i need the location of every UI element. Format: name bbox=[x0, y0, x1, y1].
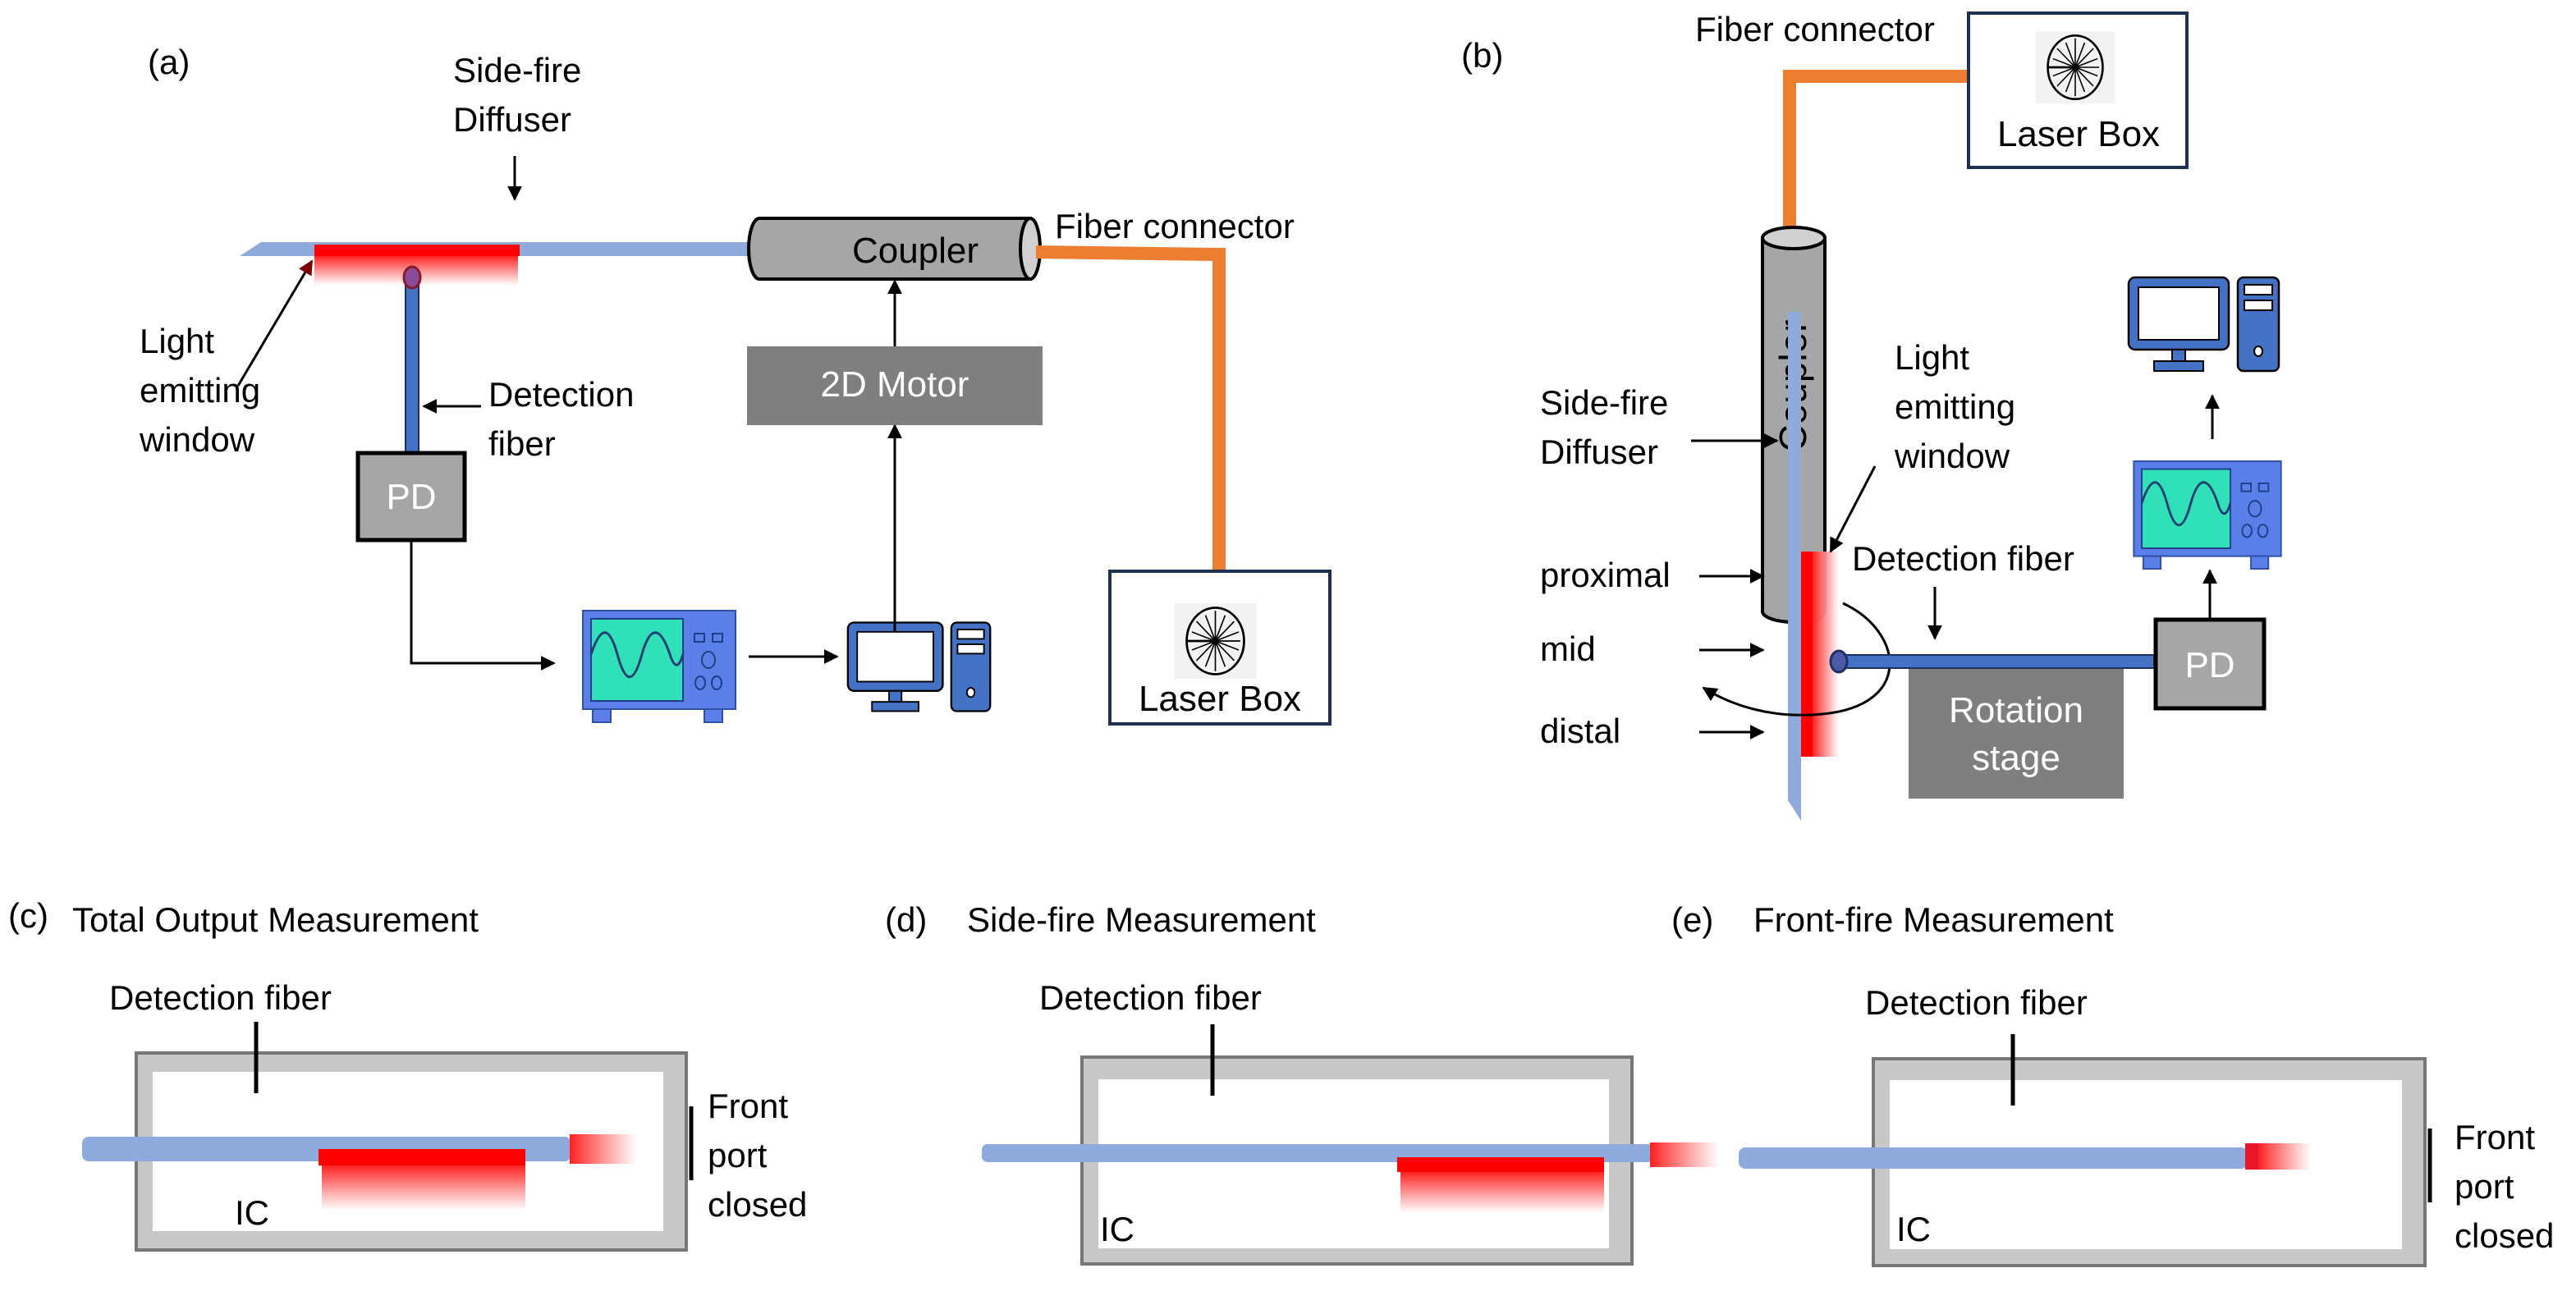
patch-cord-b bbox=[1783, 70, 1970, 230]
window-label-line3: window bbox=[139, 420, 255, 459]
position-distal: distal bbox=[1540, 712, 1620, 750]
laser-box-label-b: Laser Box bbox=[1997, 114, 2160, 154]
panel-c-title: Total Output Measurement bbox=[72, 900, 479, 939]
panel-c-ic-label: IC bbox=[235, 1193, 269, 1232]
rotation-stage bbox=[1909, 669, 2124, 799]
photodiode-box bbox=[355, 451, 467, 543]
detection-fiber-tip-b bbox=[1829, 649, 1849, 674]
window-emission-c bbox=[319, 1149, 525, 1165]
panel-a-label: (a) bbox=[148, 43, 190, 81]
front-port-e-line3: closed bbox=[2455, 1216, 2554, 1255]
panel-b-fiber: proximal mid distal Detection fiber Rota… bbox=[1540, 276, 2283, 821]
side-fire-diffuser-label-b-line2: Diffuser bbox=[1540, 433, 1658, 471]
window-label-b-line1: Light bbox=[1895, 338, 1969, 377]
fiber-connector-label: Fiber connector bbox=[1055, 207, 1295, 245]
coupler-label: Coupler bbox=[852, 231, 979, 271]
laser-warning-icon-b bbox=[2034, 31, 2116, 103]
panel-e-title: Front-fire Measurement bbox=[1753, 900, 2114, 939]
oscilloscope-icon bbox=[581, 609, 737, 724]
position-proximal: proximal bbox=[1540, 556, 1671, 594]
panel-e-detection-fiber-label: Detection fiber bbox=[1865, 983, 2088, 1022]
window-label-b-line2: emitting bbox=[1895, 387, 2015, 426]
detection-fiber-label-line1: Detection bbox=[488, 375, 634, 414]
front-port-c-line3: closed bbox=[708, 1185, 807, 1224]
rotation-arrow bbox=[1702, 602, 1891, 717]
window-label-b-line3: window bbox=[1894, 437, 2010, 475]
detection-fiber bbox=[405, 275, 419, 454]
front-port-c-line2: port bbox=[708, 1136, 768, 1174]
front-port-e-line1: Front bbox=[2455, 1118, 2535, 1156]
computer-icon bbox=[846, 621, 992, 712]
detection-fiber-label-line2: fiber bbox=[488, 424, 556, 463]
tip-emission-e bbox=[2258, 1143, 2311, 1170]
tip-emission-c bbox=[570, 1134, 637, 1164]
fiber-connector-label-b: Fiber connector bbox=[1695, 10, 1935, 48]
panel-a: (a) Side-fire Diffuser Light emitting wi… bbox=[139, 43, 1332, 726]
panel-c-detection-fiber-label: Detection fiber bbox=[109, 978, 332, 1017]
window-arrow bbox=[236, 259, 314, 387]
panel-c-label: (c) bbox=[8, 896, 48, 935]
patch-cord bbox=[1035, 245, 1226, 589]
panel-d-detection-fiber-label: Detection fiber bbox=[1039, 978, 1262, 1017]
motor-box bbox=[747, 346, 1043, 425]
coupler-a: Coupler bbox=[747, 217, 1042, 281]
panel-e: (e) Front-fire Measurement Detection fib… bbox=[1671, 900, 2554, 1267]
tip-emission-core-e bbox=[2245, 1143, 2258, 1170]
pd-to-scope-arrow bbox=[410, 542, 556, 671]
window-glow-d bbox=[1400, 1172, 1604, 1213]
laser-box-label: Laser Box bbox=[1139, 679, 1301, 719]
rotation-stage-label-line1: Rotation bbox=[1949, 690, 2083, 730]
window-glow-c bbox=[322, 1165, 525, 1211]
panel-e-label: (e) bbox=[1671, 900, 1713, 939]
computer-icon-b bbox=[2127, 276, 2280, 373]
light-emitting-window bbox=[314, 245, 520, 256]
panel-b-label: (b) bbox=[1461, 36, 1503, 75]
detection-fiber-tip bbox=[402, 265, 422, 290]
position-mid: mid bbox=[1540, 630, 1596, 668]
window-arrow-b bbox=[1829, 465, 1877, 553]
oscilloscope-icon-b bbox=[2132, 460, 2283, 570]
side-fire-diffuser-label-line1: Side-fire bbox=[453, 51, 581, 89]
detection-fiber-b bbox=[1836, 654, 2155, 669]
window-label-line1: Light bbox=[140, 322, 214, 360]
diffuser-fiber-vertical bbox=[1788, 312, 1801, 821]
window-emission-d bbox=[1397, 1157, 1604, 1172]
light-emitting-window-b bbox=[1801, 552, 1813, 757]
detection-fiber-label-b: Detection fiber bbox=[1852, 539, 2074, 578]
window-label-line2: emitting bbox=[140, 371, 260, 410]
front-port-c-line1: Front bbox=[708, 1087, 788, 1125]
panel-c: (c) Total Output Measurement Detection f… bbox=[8, 896, 807, 1252]
side-fire-diffuser-label-b-line1: Side-fire bbox=[1540, 383, 1668, 422]
panel-d-title: Side-fire Measurement bbox=[967, 900, 1316, 939]
panel-d: (d) Side-fire Measurement Detection fibe… bbox=[885, 900, 1719, 1266]
tip-emission-d bbox=[1650, 1142, 1719, 1167]
panel-d-label: (d) bbox=[885, 900, 927, 939]
front-port-e-line2: port bbox=[2455, 1167, 2514, 1206]
panel-e-ic-label: IC bbox=[1896, 1210, 1931, 1248]
photodiode-label: PD bbox=[386, 477, 436, 517]
rotation-stage-label-line2: stage bbox=[1972, 738, 2060, 778]
laser-warning-icon bbox=[1172, 603, 1258, 679]
diffuser-fiber-e bbox=[1739, 1147, 2248, 1169]
photodiode-label-b: PD bbox=[2184, 645, 2235, 685]
panel-d-ic-label: IC bbox=[1100, 1210, 1134, 1248]
side-fire-diffuser-label-line2: Diffuser bbox=[453, 100, 571, 139]
motor-label: 2D Motor bbox=[821, 364, 969, 405]
